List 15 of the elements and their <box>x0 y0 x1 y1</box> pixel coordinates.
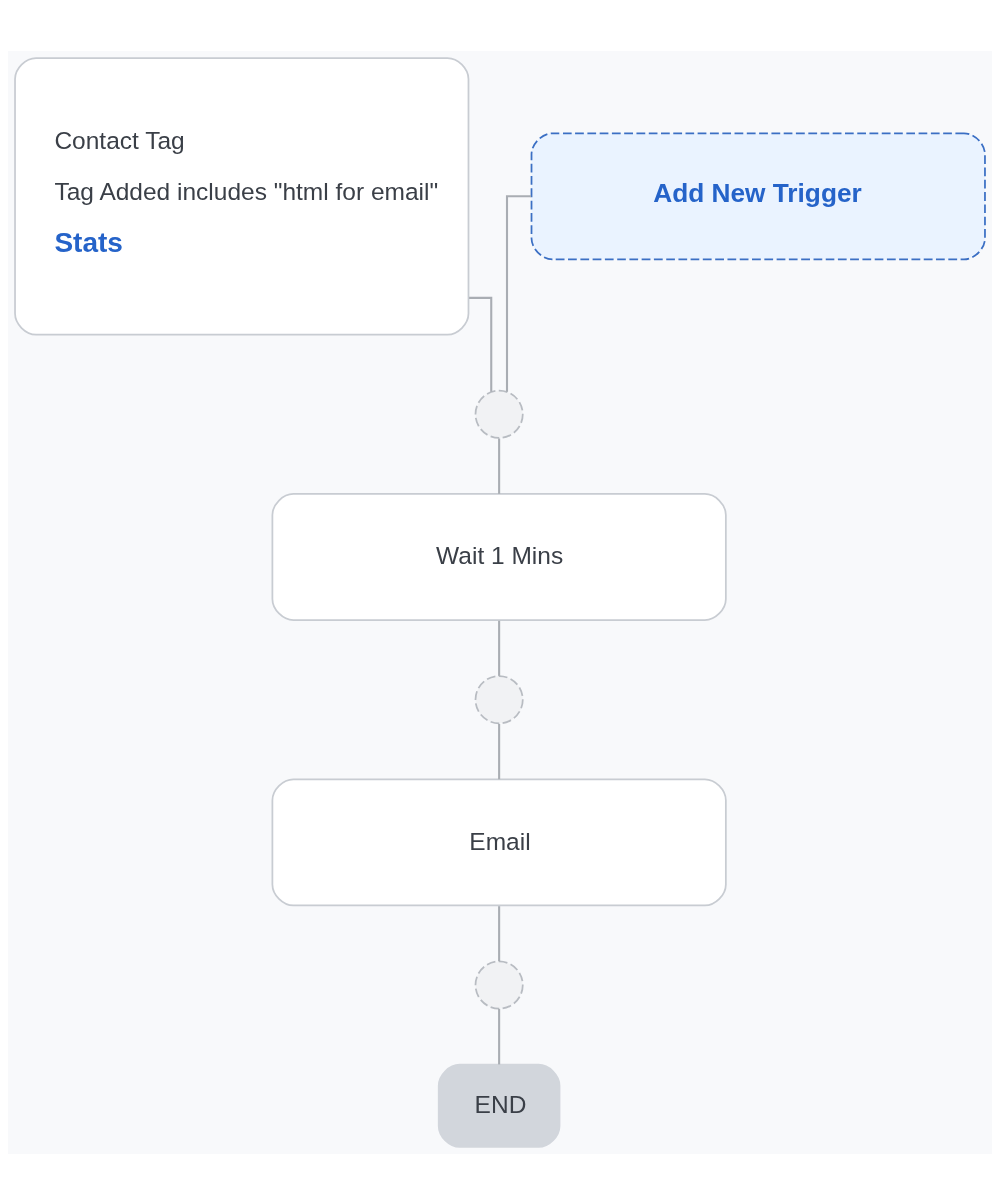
connector <box>498 438 501 494</box>
connector <box>469 296 493 392</box>
connector <box>498 620 501 676</box>
connector <box>498 1008 501 1064</box>
node-circle <box>474 389 524 439</box>
connector <box>498 723 501 779</box>
node-box: END <box>437 1063 561 1148</box>
node-box: Contact Tag Tag Added includes "html for email" Stats <box>14 56 470 335</box>
connector <box>498 905 501 961</box>
node-box: Email <box>271 777 727 906</box>
connector <box>505 194 532 392</box>
node-box: Wait 1 Mins <box>271 492 727 621</box>
node-circle <box>474 674 524 724</box>
node-circle <box>474 960 524 1010</box>
node-box: Add New Trigger <box>530 131 986 260</box>
